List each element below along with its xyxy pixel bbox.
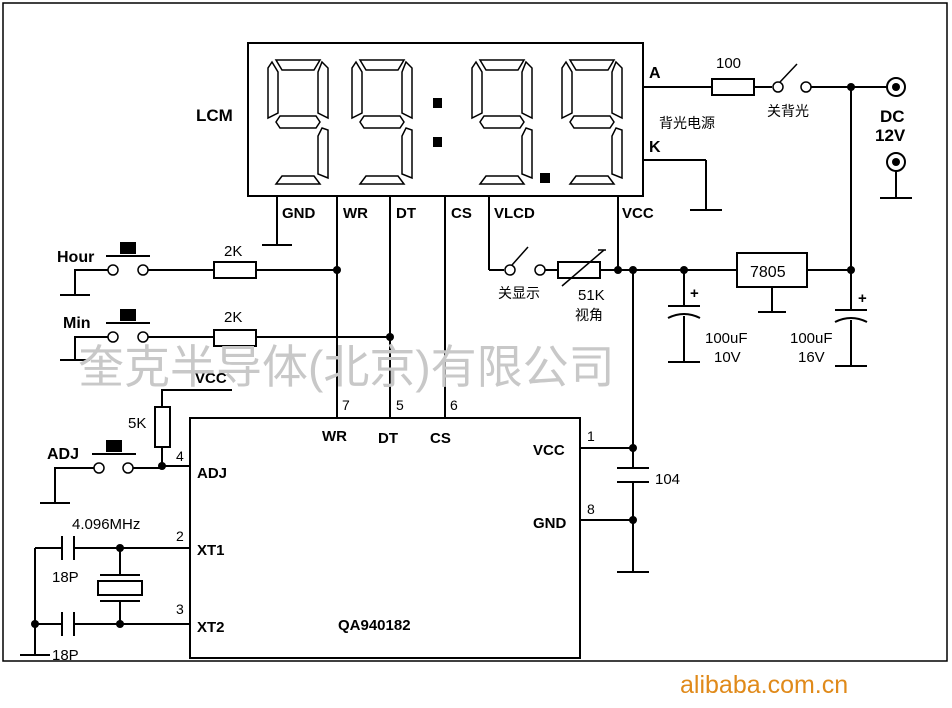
- dc-jack-positive-core: [892, 83, 900, 91]
- backlight-switch-contact-left: [772, 81, 784, 93]
- junction-dot: [629, 444, 637, 452]
- regulator-label: 7805: [750, 264, 786, 281]
- min-resistor-value: 2K: [224, 309, 242, 326]
- lcm-pin-wires: [262, 196, 619, 418]
- cap-left-voltage: 10V: [714, 349, 741, 366]
- adj-button-circuit: VCC 5K ADJ: [40, 370, 232, 504]
- lcm-digit-1: [267, 59, 329, 185]
- ic-pin-cs-label: CS: [430, 430, 451, 447]
- ic-pin-xt1-label: XT1: [197, 542, 225, 559]
- adj-pullup-value: 5K: [128, 415, 146, 432]
- backlight-resistor-value: 100: [716, 55, 741, 72]
- lcm-pin-a: A: [649, 65, 661, 82]
- pot-value: 51K: [578, 287, 605, 304]
- min-button-label: Min: [63, 315, 91, 332]
- ic-pin-wr-label: WR: [322, 428, 347, 445]
- lcm-module: LCM: [196, 42, 715, 222]
- junction-dot: [614, 266, 622, 274]
- hour-button-circuit: Hour 2K: [57, 242, 341, 296]
- backlight-circuit: 100 关背光 DC 12V: [643, 55, 912, 270]
- adj-button-contact-left: [93, 462, 105, 474]
- backlight-supply-label: 背光电源: [659, 115, 715, 131]
- ic-pin-gnd-label: GND: [533, 515, 567, 532]
- lcm-digit-4: [561, 59, 623, 185]
- adj-button-label: ADJ: [47, 446, 79, 463]
- hour-button-contact-right: [137, 264, 149, 276]
- lcm-decimal-point: [540, 173, 550, 183]
- backlight-switch-contact-right: [800, 81, 812, 93]
- hour-resistor-value: 2K: [224, 243, 242, 260]
- lcm-body: [247, 42, 644, 197]
- pot-label: 视角: [575, 307, 603, 323]
- cap-right-voltage: 16V: [798, 349, 825, 366]
- junction-dot: [386, 333, 394, 341]
- display-switch-label: 关显示: [498, 285, 540, 301]
- ic-pin-adj-label: ADJ: [197, 465, 227, 482]
- dc-jack-negative-core: [892, 158, 900, 166]
- cap-left-value: 100uF: [705, 330, 748, 347]
- cap-right-polarity: +: [858, 290, 867, 307]
- hour-button-contact-left: [107, 264, 119, 276]
- cap-left-polarity: +: [690, 285, 699, 302]
- ic-pin-dt-label: DT: [378, 430, 398, 447]
- crystal-frequency: 4.096MHz: [72, 516, 140, 533]
- backlight-switch-label: 关背光: [767, 103, 809, 119]
- display-switch-contact-right: [534, 264, 546, 276]
- dc-voltage: 12V: [875, 126, 906, 145]
- adj-button-cap: [106, 440, 122, 452]
- crystal-circuit: 4.096MHz 18P 18P: [20, 516, 190, 664]
- adj-pullup-resistor: [154, 406, 171, 448]
- ic-body: [189, 417, 581, 659]
- lcm-pin-k: K: [649, 139, 661, 156]
- ic-part-number: QA940182: [338, 617, 411, 634]
- hour-button-cap: [120, 242, 136, 254]
- schematic-border: [2, 2, 948, 662]
- company-watermark: 奎克半导体(北京)有限公司: [78, 341, 615, 393]
- lcm-pin-dt: DT: [396, 205, 416, 222]
- regulator-circuit: 7805 + 100uF 10V + 100uF 16V: [667, 252, 868, 367]
- junction-dot: [333, 266, 341, 274]
- ic-pin-xt2-label: XT2: [197, 619, 225, 636]
- lcm-digit-3: [471, 59, 533, 185]
- lcm-label: LCM: [196, 106, 233, 125]
- lcm-colon-bottom: [433, 137, 442, 147]
- lcm-pin-wr: WR: [343, 205, 368, 222]
- adj-button-contact-right: [122, 462, 134, 474]
- display-switch-contact-left: [504, 264, 516, 276]
- lcm-pin-cs: CS: [451, 205, 472, 222]
- ic-qa940182: QA940182 7 5 6 WR DT CS 4 ADJ 2 XT1 3 XT…: [176, 270, 680, 659]
- alibaba-footer: alibaba.com.cn: [680, 671, 848, 699]
- view-angle-potentiometer: [557, 261, 601, 279]
- hour-resistor: [213, 261, 257, 279]
- junction-dot: [629, 516, 637, 524]
- ic-pin-vcc-num: 1: [587, 428, 595, 444]
- ic-pin-dt-num: 5: [396, 397, 404, 413]
- ic-pin-gnd-num: 8: [587, 501, 595, 517]
- lcm-digit-2: [351, 59, 413, 185]
- hour-button-label: Hour: [57, 249, 94, 266]
- lcm-pin-vcc: VCC: [622, 205, 654, 222]
- lcm-pin-gnd: GND: [282, 205, 316, 222]
- backlight-resistor: [711, 78, 755, 96]
- ic-pin-wr-num: 7: [342, 397, 350, 413]
- ic-pin-xt1-num: 2: [176, 528, 184, 544]
- ic-pin-vcc-label: VCC: [533, 442, 565, 459]
- crystal-element: [97, 580, 143, 596]
- ic-pin-cs-num: 6: [450, 397, 458, 413]
- ic-pin-adj-num: 4: [176, 448, 184, 464]
- junction-dot: [116, 620, 124, 628]
- crystal-cap1-value: 18P: [52, 569, 79, 586]
- vcc-pullup-label: VCC: [195, 370, 227, 387]
- ic-pin-xt2-num: 3: [176, 601, 184, 617]
- cap-right-value: 100uF: [790, 330, 833, 347]
- min-button-circuit: Min 2K: [60, 309, 394, 361]
- min-button-cap: [120, 309, 136, 321]
- dc-label: DC: [880, 107, 905, 126]
- lcm-colon-top: [433, 98, 442, 108]
- lcm-pin-vlcd: VLCD: [494, 205, 535, 222]
- decoupling-cap-value: 104: [655, 471, 680, 488]
- vlcd-control: 关显示 51K 视角: [498, 246, 737, 323]
- crystal-cap2-value: 18P: [52, 647, 79, 664]
